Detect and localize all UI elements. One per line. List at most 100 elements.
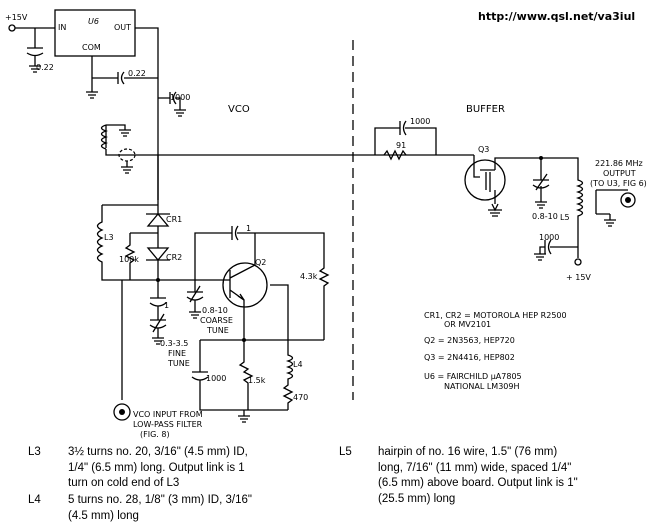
c1000-vco-capacitor (158, 91, 186, 117)
note-line: turn on cold end of L3 (68, 477, 180, 489)
c1000-buf-label: 1000 (410, 117, 430, 126)
vco-input-line-1: VCO INPUT FROM (133, 410, 203, 419)
link-coil (100, 124, 109, 150)
q2-transistor (222, 262, 268, 308)
vco-input-connector (113, 403, 131, 421)
fine-line-2: FINE (168, 349, 186, 358)
q3-leads (473, 155, 541, 204)
c1000-vco-label: 1000 (170, 93, 190, 102)
source-url: http://www.qsl.net/va3iul (478, 10, 635, 23)
wire (135, 27, 159, 200)
output-link (595, 190, 610, 215)
r91-resistor (383, 149, 407, 161)
note-l3: 3½ turns no. 20, 3/16" (4.5 mm) ID, 1/4"… (68, 445, 338, 492)
u6-in-label: IN (58, 23, 66, 32)
output-line-2: OUTPUT (603, 169, 636, 178)
buffer-supply-label: + 15V (566, 273, 591, 282)
vco-section: CR1 CR2 L3 100k 1 0.3-3.5 FINE TUNE 1 Q2… (96, 155, 330, 439)
parts-list-line: U6 = FAIRCHILD µA7805 (424, 372, 522, 381)
c-out-label: 0.22 (128, 69, 146, 78)
parts-list-line: Q3 = 2N4416, HEP802 (424, 353, 515, 362)
r100k-label: 100k (119, 255, 139, 264)
q3-label: Q3 (478, 145, 489, 154)
c-out-capacitor (117, 71, 158, 85)
parts-list-line: Q2 = 2N3563, HEP720 (424, 336, 515, 345)
c1-top-label: 1 (246, 224, 251, 233)
c-08-10-buf-label: 0.8-10 (532, 212, 558, 221)
output-line-3: (TO U3, FIG 6) (590, 179, 647, 188)
r91-label: 91 (396, 141, 406, 150)
supply-label: +15V (5, 13, 28, 22)
fine-line-1: 0.3-3.5 (160, 339, 188, 348)
c1000-buf-capacitor (374, 120, 437, 155)
note-line: 1/4" (6.5 mm) long. Output link is 1 (68, 461, 245, 474)
u6-com-label: COM (82, 43, 101, 52)
buffer-supply-terminal (574, 258, 582, 266)
note-l5: hairpin of no. 16 wire, 1.5" (76 mm) lon… (378, 445, 643, 507)
cr1-label: CR1 (166, 215, 182, 224)
cr2-label: CR2 (166, 253, 182, 262)
note-key-l3: L3 (28, 446, 41, 458)
c1-left-capacitor (149, 297, 167, 320)
parts-list-line: OR MV2101 (444, 320, 491, 329)
wire (105, 149, 158, 156)
coarse-line-1: 0.8-10 (202, 306, 228, 315)
l5-label: L5 (560, 213, 570, 222)
fine-line-3: TUNE (167, 359, 190, 368)
c1000-l5-label: 1000 (539, 233, 559, 242)
wire-com-ground (86, 56, 118, 99)
vco-section-label: VCO (228, 104, 250, 115)
ground-symbol (604, 214, 616, 227)
parts-list-line: CR1, CR2 = MOTOROLA HEP R2500 (424, 311, 567, 320)
note-key-l5: L5 (339, 446, 352, 458)
u6-out-label: OUT (114, 23, 131, 32)
note-line: (4.5 mm) long (68, 509, 139, 522)
note-line: long, 7/16" (11 mm) wide, spaced 1/4" (378, 461, 572, 474)
vco-input-line-3: (FIG. 8) (140, 430, 170, 439)
output-connector (620, 192, 636, 208)
q2-emitter-arrow (237, 293, 245, 301)
ground-symbol (121, 161, 133, 174)
l3-inductor (96, 205, 158, 281)
c1000-bot-capacitor (191, 340, 288, 411)
u6-name-label: U6 (88, 17, 99, 26)
parts-list: CR1, CR2 = MOTOROLA HEP R2500 OR MV2101 … (424, 311, 567, 391)
c-08-10-buf-trimmer (532, 158, 550, 209)
note-line: 5 turns no. 28, 1/8" (3 mm) ID, 3/16" (68, 494, 252, 506)
output-connector-pin (625, 197, 631, 203)
note-line: (6.5 mm) above board. Output link is 1" (378, 477, 578, 489)
buffer-section: 1000 91 Q3 0.8-10 L5 221.86 MHz OUTPUT (… (374, 117, 647, 282)
note-line: hairpin of no. 16 wire, 1.5" (76 mm) (378, 446, 558, 458)
u6-regulator-box (54, 9, 136, 57)
ground-symbol (534, 246, 546, 261)
coarse-line-2: COARSE (200, 316, 233, 325)
output-line-1: 221.86 MHz (595, 159, 643, 168)
c1000-l5-capacitor (544, 239, 578, 255)
wire (102, 155, 159, 206)
vco-input-line-2: LOW-PASS FILTER (133, 420, 203, 429)
note-line: (25.5 mm) long (378, 492, 456, 505)
r100k-resistor (124, 232, 158, 280)
ground-symbol (238, 410, 250, 423)
buffer-section-label: BUFFER (466, 104, 505, 115)
note-key-l4: L4 (28, 494, 41, 506)
l4-r470-chain (282, 340, 294, 410)
r15k-label: 1.5k (248, 376, 266, 385)
r470-label: 470 (293, 393, 308, 402)
coarse-line-3: TUNE (206, 326, 229, 335)
r43k-resistor (270, 232, 330, 340)
l4-label: L4 (293, 360, 303, 369)
vco-input-pin (119, 409, 125, 415)
parts-list-line: NATIONAL LM309H (444, 382, 519, 391)
c-in-label: 0.22 (36, 63, 54, 72)
ground-symbol (106, 124, 131, 137)
r43k-label: 4.3k (300, 272, 318, 281)
c1-left-label: 1 (164, 301, 169, 310)
l3-label: L3 (104, 233, 114, 242)
q3-transistor (464, 159, 506, 201)
note-line: 3½ turns no. 20, 3/16" (4.5 mm) ID, (68, 446, 248, 458)
l5-inductor (541, 157, 584, 258)
c1-top-capacitor (158, 225, 300, 281)
